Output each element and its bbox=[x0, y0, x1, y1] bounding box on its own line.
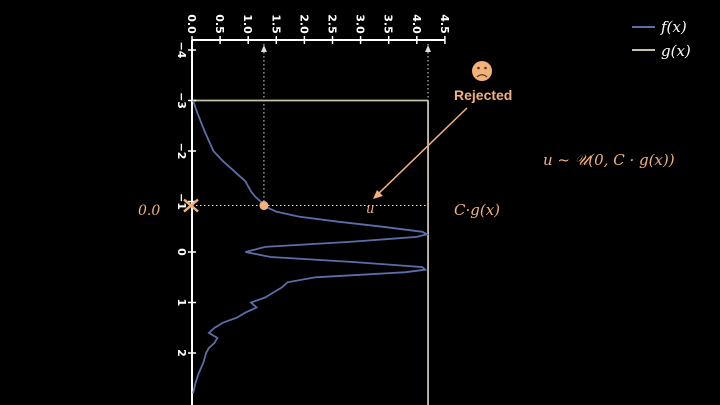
x-tick-label: −4 bbox=[175, 42, 188, 59]
value-tick-label: 0.0 bbox=[185, 14, 198, 34]
value-tick-label: 3.0 bbox=[354, 14, 367, 34]
x-tick-label: 2 bbox=[175, 349, 188, 357]
value-tick-label: 0.5 bbox=[213, 14, 226, 34]
guide-lines bbox=[192, 44, 432, 207]
value-tick-label: 4.5 bbox=[438, 14, 451, 34]
x-tick-label: −2 bbox=[175, 143, 188, 160]
sample-point bbox=[259, 201, 269, 211]
x-axis-ticks: −4 −3 −2 −1 0 1 2 bbox=[175, 42, 196, 357]
guide-arrowhead bbox=[260, 45, 267, 52]
legend-f-label: f(x) bbox=[660, 18, 687, 36]
value-tick-label: 1.5 bbox=[269, 14, 282, 34]
f-curve bbox=[192, 100, 430, 394]
x-tick-label: 0 bbox=[175, 248, 188, 256]
sample-value-label: 0.0 bbox=[138, 203, 160, 219]
value-tick-label: 2.5 bbox=[326, 14, 339, 34]
x-tick-label: −1 bbox=[175, 193, 188, 210]
guide-arrowhead bbox=[425, 45, 432, 52]
reject-arrowhead bbox=[373, 190, 383, 199]
rejected-label: Rejected bbox=[454, 87, 512, 103]
value-tick-label: 3.5 bbox=[382, 14, 395, 34]
value-axis-ticks: 0.0 0.5 1.0 1.5 2.0 2.5 3.0 3.5 4.0 4.5 bbox=[185, 14, 451, 44]
reject-arrow bbox=[375, 107, 468, 197]
sad-face-icon bbox=[472, 61, 492, 81]
value-tick-label: 1.0 bbox=[241, 14, 254, 34]
uniform-formula: u ~ 𝒰(0, C · g(x)) bbox=[543, 151, 675, 169]
x-tick-label: −3 bbox=[175, 92, 188, 109]
value-tick-label: 2.0 bbox=[297, 14, 310, 34]
g-envelope bbox=[192, 99, 429, 405]
legend-g-label: g(x) bbox=[661, 42, 691, 60]
legend: f(x) g(x) bbox=[632, 18, 691, 60]
x-tick-label: 1 bbox=[175, 299, 188, 307]
value-tick-label: 4.0 bbox=[410, 14, 423, 34]
cg-label: C·g(x) bbox=[454, 201, 500, 219]
u-label: u bbox=[366, 202, 374, 217]
x-mark-icon bbox=[183, 198, 199, 213]
